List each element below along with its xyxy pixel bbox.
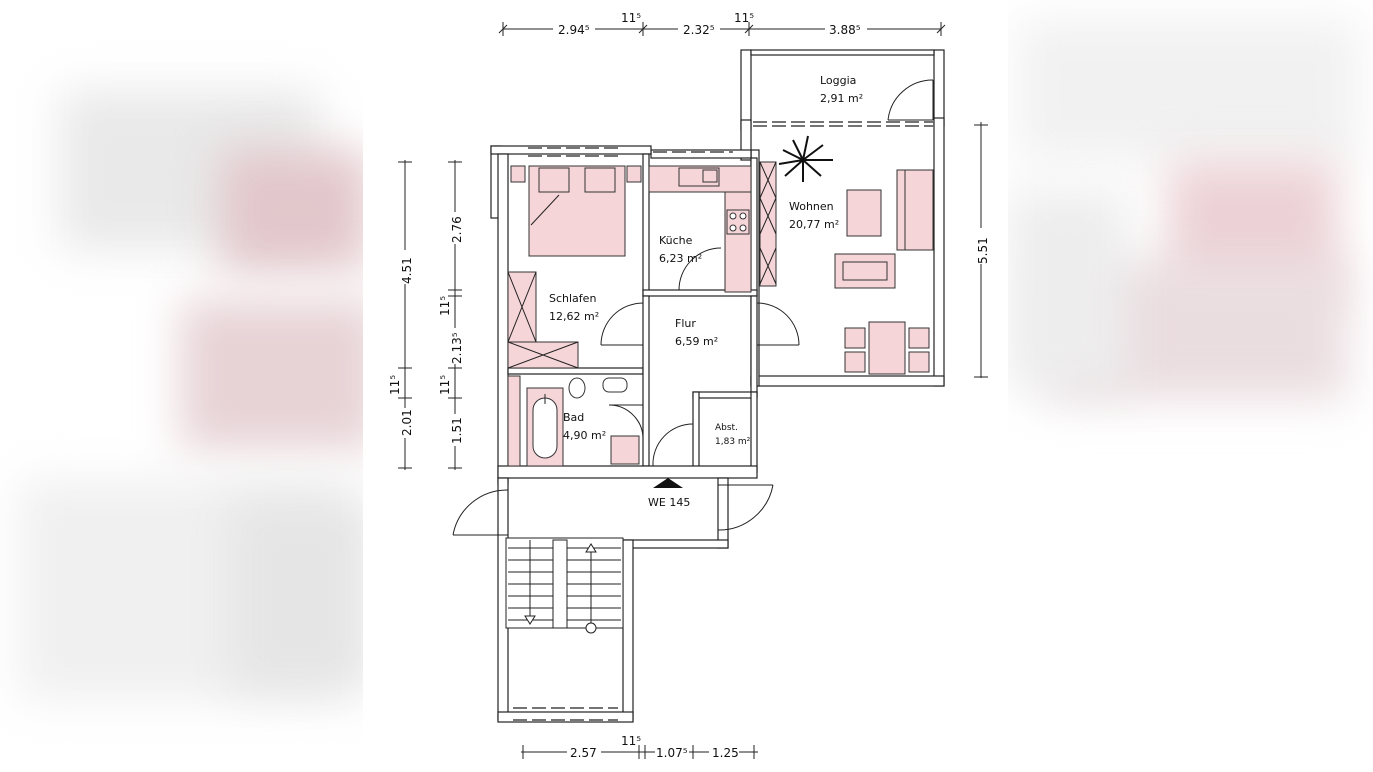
room-loggia-name: Loggia bbox=[820, 74, 856, 87]
room-abst-name: Abst. bbox=[715, 423, 738, 433]
unit-label: WE 145 bbox=[648, 496, 690, 509]
dim-top-4: 11⁵ bbox=[734, 11, 754, 25]
dim-left-outer-2: 11⁵ bbox=[388, 375, 402, 395]
room-abst-area: 1,83 m² bbox=[715, 437, 751, 447]
room-wohnen-name: Wohnen bbox=[789, 200, 834, 213]
stairwell bbox=[505, 537, 624, 634]
dim-left-inner-4: 11⁵ bbox=[438, 375, 452, 395]
right-dimension-line: 5.51 bbox=[973, 122, 990, 378]
furniture bbox=[507, 135, 934, 467]
room-schlafen-area: 12,62 m² bbox=[549, 310, 599, 323]
doors bbox=[452, 79, 934, 536]
dim-right-1: 5.51 bbox=[976, 237, 990, 264]
dim-top-3: 2.32⁵ bbox=[683, 23, 715, 37]
dim-bottom-1: 2.57 bbox=[570, 746, 597, 760]
bottom-dimension-line: 2.57 11⁵ 1.07⁵ 1.25 bbox=[521, 734, 758, 760]
room-bad-area: 4,90 m² bbox=[563, 429, 606, 442]
plant-icon bbox=[778, 135, 833, 182]
left-inner-dimension-line: 2.76 11⁵ 2.13⁵ 11⁵ 1.51 bbox=[438, 160, 464, 470]
dim-left-inner-5: 1.51 bbox=[450, 417, 464, 444]
dim-left-inner-3: 2.13⁵ bbox=[450, 332, 464, 364]
room-flur-area: 6,59 m² bbox=[675, 335, 718, 348]
dim-left-inner-2: 11⁵ bbox=[438, 296, 452, 316]
room-loggia-area: 2,91 m² bbox=[820, 92, 863, 105]
room-schlafen-name: Schlafen bbox=[549, 292, 596, 305]
dim-top-1: 2.94⁵ bbox=[558, 23, 590, 37]
room-wohnen-area: 20,77 m² bbox=[789, 218, 839, 231]
top-dimension-line: 2.94⁵ 11⁵ 2.32⁵ 11⁵ 3.88⁵ bbox=[498, 11, 946, 37]
left-outer-dimension-line: 4.51 11⁵ 2.01 bbox=[388, 160, 414, 470]
dim-left-outer-1: 4.51 bbox=[400, 257, 414, 284]
blurred-left-panel bbox=[0, 0, 363, 772]
room-labels: Loggia 2,91 m² Wohnen 20,77 m² Küche 6,2… bbox=[549, 74, 863, 509]
room-kueche-name: Küche bbox=[659, 234, 693, 247]
dim-bottom-3: 1.07⁵ bbox=[656, 746, 688, 760]
dim-left-inner-1: 2.76 bbox=[450, 216, 464, 243]
dim-bottom-4: 1.25 bbox=[712, 746, 739, 760]
floor-plan: 2.94⁵ 11⁵ 2.32⁵ 11⁵ 3.88⁵ 5.51 4.51 11⁵ … bbox=[388, 11, 990, 760]
windows bbox=[513, 121, 933, 721]
room-bad-name: Bad bbox=[563, 411, 584, 424]
dim-top-5: 3.88⁵ bbox=[829, 23, 861, 37]
dim-bottom-2: 11⁵ bbox=[621, 734, 641, 748]
dim-left-outer-3: 2.01 bbox=[400, 409, 414, 436]
room-flur-name: Flur bbox=[675, 317, 696, 330]
blurred-right-panel bbox=[1008, 0, 1373, 772]
dim-top-2: 11⁵ bbox=[621, 11, 641, 25]
entrance-arrow-icon bbox=[653, 478, 683, 488]
room-kueche-area: 6,23 m² bbox=[659, 252, 702, 265]
